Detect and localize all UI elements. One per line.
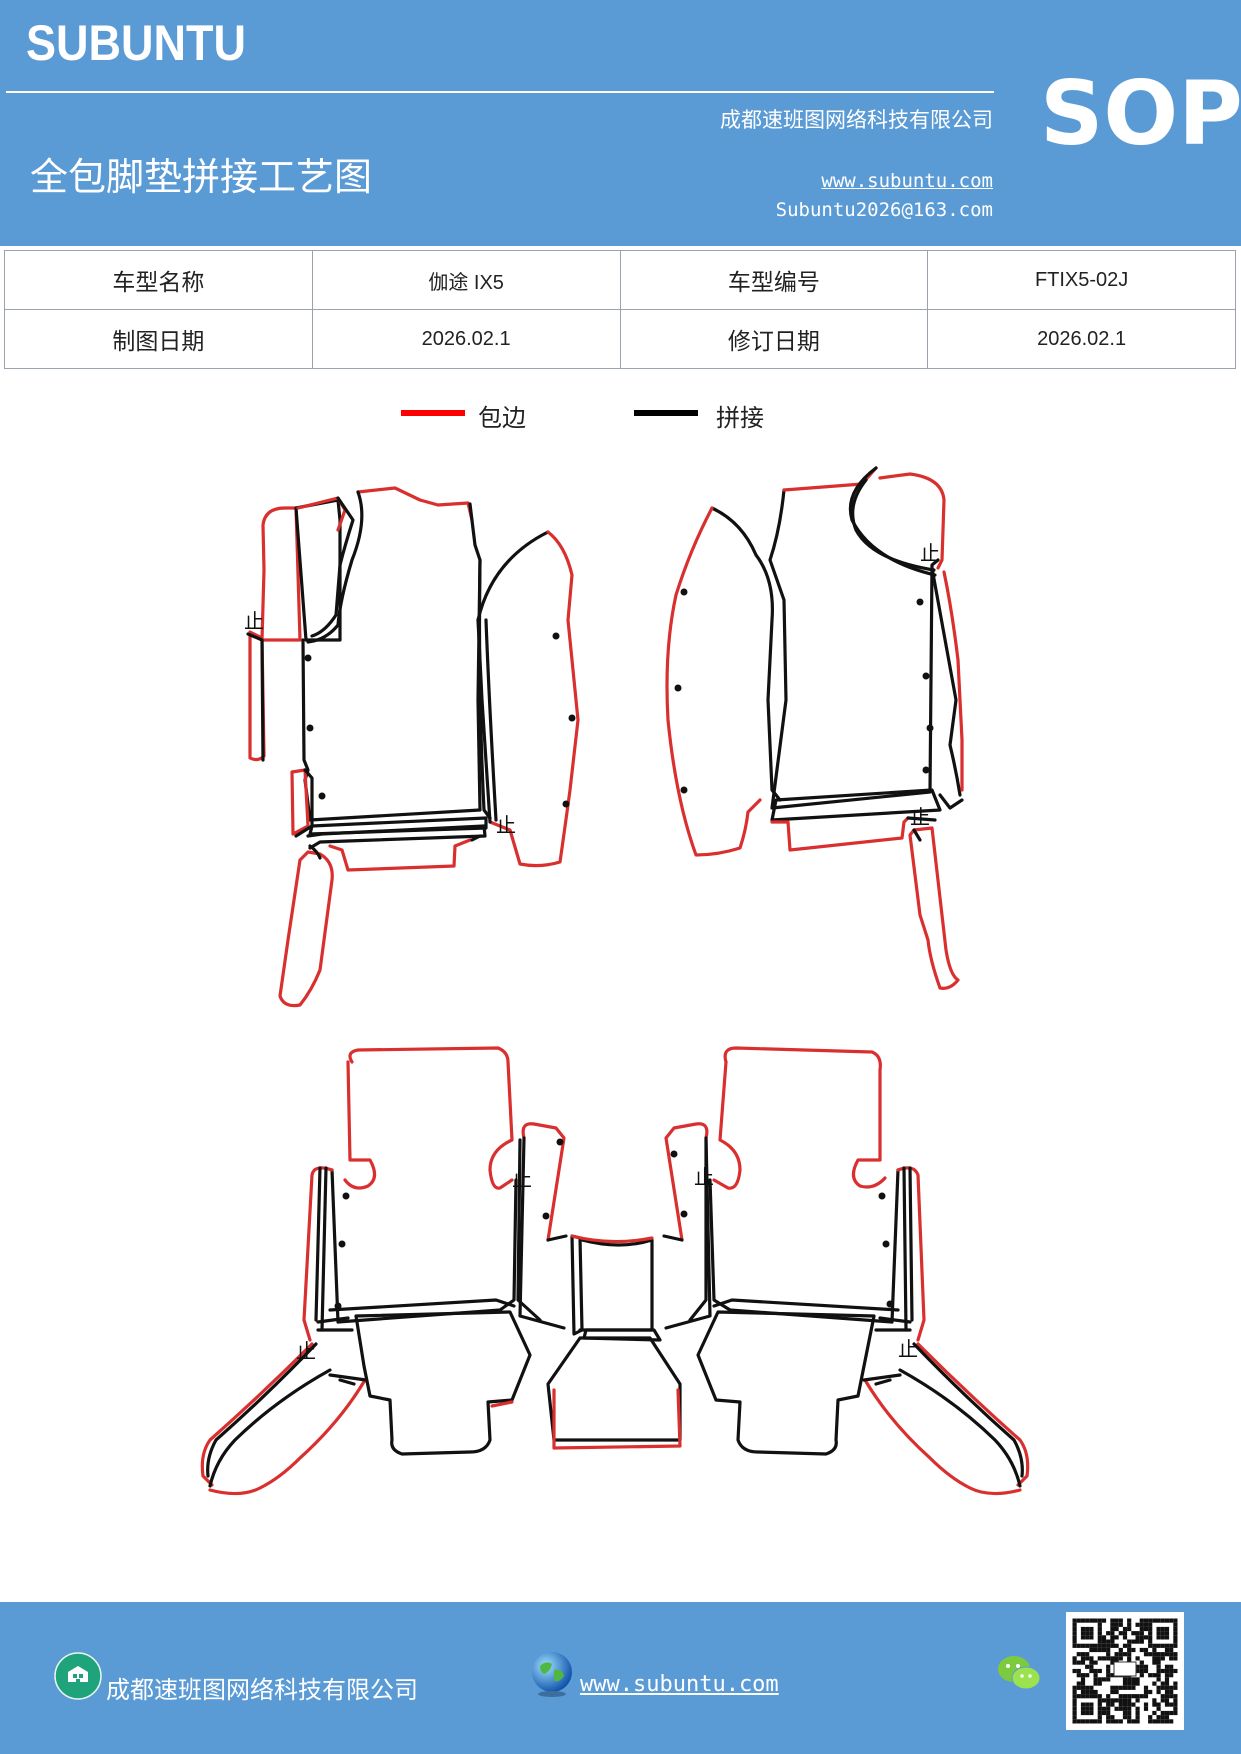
header-website-link[interactable]: www.subuntu.com: [821, 170, 993, 192]
table-row: 制图日期 2026.02.1 修订日期 2026.02.1: [4, 309, 1236, 369]
header-divider: [6, 91, 994, 93]
value-draw-date: 2026.02.1: [311, 309, 621, 369]
stop-mark: 止: [898, 1337, 918, 1361]
rear-mats: [200, 1046, 1030, 1496]
building-icon: [54, 1652, 102, 1700]
stop-mark: 止: [920, 541, 940, 565]
value-model-name: 伽途 IX5: [311, 250, 621, 310]
fastener-dots: [304, 588, 934, 1310]
stop-marks: 止 止 止 止 止 止 止 止: [244, 541, 940, 1363]
label-model-name: 车型名称: [4, 250, 313, 310]
wechat-icon: [998, 1656, 1041, 1690]
stop-mark: 止: [694, 1165, 714, 1189]
floor-mat-diagram: 止 止 止 止 止 止 止 止: [200, 466, 1030, 1496]
doc-type-label: SOP: [1040, 62, 1241, 165]
stop-mark: 止: [496, 813, 516, 837]
vehicle-info-table: 车型名称 伽途 IX5 车型编号 FTIX5-02J 制图日期 2026.02.…: [4, 250, 1236, 369]
stop-mark: 止: [244, 609, 264, 633]
legend-edge-swatch: [401, 410, 465, 416]
brand-logo: SUBUNTU: [26, 15, 246, 71]
header-email: Subuntu2026@163.com: [775, 199, 993, 221]
header-company: 成都速班图网络科技有限公司: [720, 108, 993, 132]
qr-code-image: [1066, 1612, 1184, 1730]
legend-seam-swatch: [634, 410, 698, 416]
header-banner: SUBUNTU SOP 成都速班图网络科技有限公司 全包脚垫拼接工艺图 www.…: [0, 0, 1241, 246]
label-draw-date: 制图日期: [4, 309, 313, 369]
label-revise-date: 修订日期: [619, 309, 929, 369]
label-model-code: 车型编号: [619, 250, 929, 310]
legend-seam-label: 拼接: [716, 404, 764, 432]
stop-mark: 止: [296, 1339, 316, 1363]
table-row: 车型名称 伽途 IX5 车型编号 FTIX5-02J: [4, 250, 1236, 310]
legend-edge-label: 包边: [478, 404, 526, 432]
value-revise-date: 2026.02.1: [927, 309, 1236, 369]
page-title: 全包脚垫拼接工艺图: [30, 155, 373, 199]
footer-company: 成都速班图网络科技有限公司: [106, 1676, 418, 1704]
globe-icon: [532, 1652, 572, 1697]
front-right-mats: [665, 466, 964, 990]
footer-website-link[interactable]: www.subuntu.com: [580, 1672, 779, 1697]
front-left-mats: [246, 486, 580, 1008]
stop-mark: 止: [910, 805, 930, 829]
stop-mark: 止: [512, 1167, 532, 1191]
value-model-code: FTIX5-02J: [927, 250, 1236, 310]
